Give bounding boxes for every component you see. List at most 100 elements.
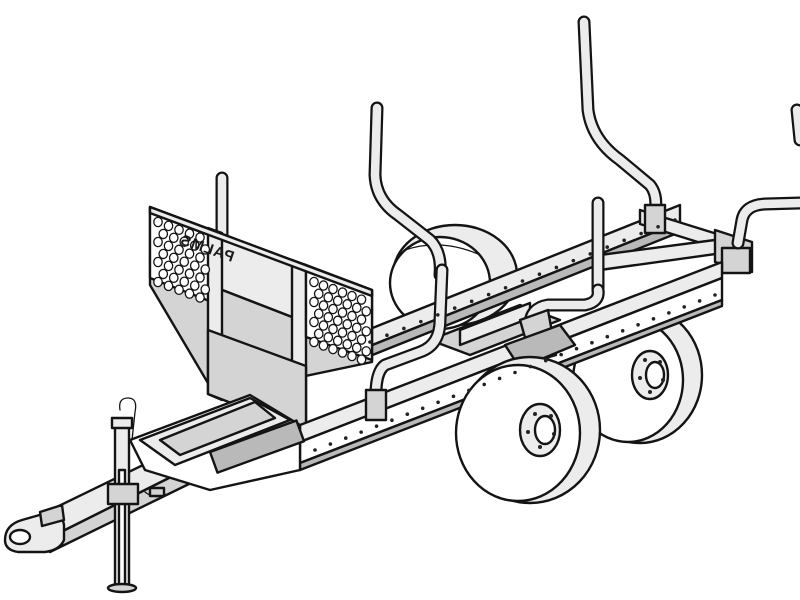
mesh-hole (174, 224, 184, 236)
rail-bolt (435, 313, 440, 317)
mesh-hole (342, 299, 353, 310)
mesh-hole (174, 244, 184, 256)
rail-bolt (385, 333, 389, 338)
rail-bolt (651, 317, 656, 321)
rail-bolt (656, 224, 660, 229)
mesh-hole (184, 268, 195, 279)
mesh-hole (163, 240, 174, 252)
mesh-hole (318, 300, 329, 311)
rail-bolt (374, 424, 379, 428)
mesh-hole (351, 322, 362, 334)
drawbar (28, 393, 306, 554)
rail-bolt (420, 406, 425, 411)
mesh-hole (163, 280, 174, 292)
mesh-hole (361, 326, 372, 337)
mesh-hole (309, 336, 319, 348)
mesh-hole (351, 342, 362, 354)
mesh-hole (163, 260, 174, 272)
mesh-hole (347, 330, 357, 342)
rail-bolt (528, 364, 533, 369)
mesh-hole (200, 284, 211, 295)
mesh-hole (184, 248, 195, 259)
mesh-hole (318, 280, 329, 291)
mesh-hole (347, 290, 357, 302)
mesh-hole (328, 283, 338, 295)
mesh-hole (158, 248, 169, 260)
mesh-hole (189, 240, 200, 251)
mesh-hole (313, 328, 324, 340)
front-near-wheel (454, 355, 602, 505)
rail-bolt (697, 299, 702, 303)
mesh-hole (153, 276, 163, 288)
mesh-hole (179, 236, 190, 247)
rail-bolt (343, 436, 348, 440)
rear-right-stake (731, 103, 800, 250)
mesh-hole (323, 292, 334, 303)
rail-bolt (451, 394, 456, 399)
mesh-hole (323, 332, 334, 343)
mesh-hole (179, 256, 190, 267)
rail-bolt (605, 245, 610, 249)
mesh-hole (356, 314, 367, 325)
mesh-hole (342, 339, 353, 350)
headboard-mesh (153, 216, 372, 365)
mesh-hole (309, 296, 319, 308)
mesh-hole (328, 303, 338, 315)
rail-bolt (588, 252, 593, 256)
rail-bolt (590, 340, 594, 345)
mesh-hole (158, 228, 169, 240)
mesh-hole (313, 308, 324, 320)
mesh-hole (337, 287, 348, 298)
mesh-hole (179, 276, 190, 287)
rear-cross-frame (598, 208, 754, 275)
mesh-hole (313, 288, 324, 300)
rail-bolt (667, 311, 671, 315)
mesh-hole (200, 244, 211, 255)
rail-bolt (622, 238, 626, 243)
mesh-hole (351, 302, 362, 314)
mesh-hole (174, 284, 184, 296)
rail-bolt (436, 400, 440, 405)
mesh-hole (168, 272, 179, 284)
rail-bolt (328, 442, 333, 446)
mesh-hole (323, 312, 334, 323)
mesh-hole (356, 294, 367, 305)
rail-bolt (605, 334, 610, 339)
mesh-hole (174, 264, 184, 276)
mesh-hole (309, 276, 319, 288)
rail-bolt (713, 293, 717, 297)
rail-bolt (673, 218, 677, 222)
rail-bolt (543, 358, 548, 363)
rail-bolt (467, 388, 471, 393)
coupling-head (3, 503, 66, 554)
mesh-hole (195, 232, 205, 243)
mesh-hole (168, 252, 179, 264)
rail-bolt (537, 272, 542, 277)
mesh-hole (342, 319, 353, 330)
hitch-handle (119, 397, 166, 498)
rear-tall-stake (577, 15, 667, 235)
rail-bolt (636, 323, 640, 327)
mesh-hole (189, 260, 200, 271)
rail-bolt (497, 376, 502, 381)
mesh-hole (318, 320, 329, 331)
rail-bolt (554, 265, 559, 270)
mesh-hole (309, 316, 319, 328)
middle-tall-stake (368, 101, 447, 282)
rail-bolt (571, 258, 576, 263)
rail-bolt (520, 279, 525, 283)
mesh-hole (184, 288, 195, 299)
mesh-hole (332, 295, 343, 307)
mesh-hole (163, 220, 174, 232)
rail-bolt (359, 430, 363, 434)
rail-bolt (639, 231, 643, 236)
rail-bolt (513, 370, 517, 375)
rail-bolt (559, 352, 563, 357)
mesh-hole (153, 236, 163, 248)
mesh-hole (337, 307, 348, 318)
rail-bolt (574, 346, 579, 351)
rail-bolt (482, 382, 487, 387)
rail-bolt (620, 328, 625, 333)
mesh-hole (318, 340, 329, 351)
